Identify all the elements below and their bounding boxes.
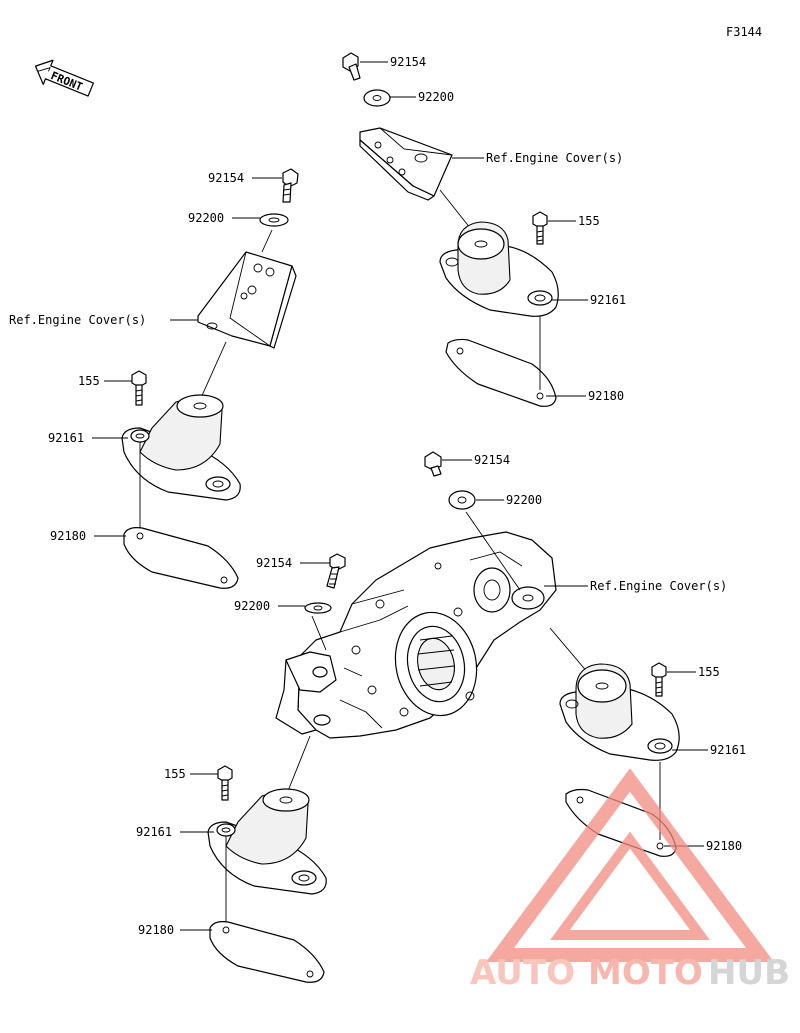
washer-92200-top-icon [363, 89, 391, 107]
plate-92180-left-icon [123, 527, 239, 589]
label-ref-engine-cover-top: Ref.Engine Cover(s) [486, 151, 623, 165]
label-155-lower-right: 155 [698, 665, 720, 679]
label-92200-center-left: 92200 [234, 599, 270, 613]
lower-left-assembly: 155 92161 92180 [136, 735, 327, 983]
label-155-left: 155 [78, 374, 100, 388]
engine-mount-92161-upper-left-icon [121, 394, 241, 501]
label-92154-center-right: 92154 [474, 453, 510, 467]
bolt-155-top-right-icon [532, 211, 548, 245]
bolt-92154-top-icon [342, 52, 361, 81]
label-92200-left: 92200 [188, 211, 224, 225]
label-155-lower-left: 155 [164, 767, 186, 781]
washer-92200-center-left-icon [304, 602, 332, 614]
bolt-155-lower-right-icon [651, 662, 667, 697]
bolt-92154-center-left-icon [326, 553, 346, 589]
lower-right-assembly: 155 92161 92180 [559, 662, 746, 857]
label-92161-top-right: 92161 [590, 293, 626, 307]
label-92200-top: 92200 [418, 90, 454, 104]
engine-mount-92161-top-right-icon [439, 221, 559, 317]
bracket-upper-left-icon [197, 251, 297, 349]
label-ref-engine-cover-left: Ref.Engine Cover(s) [9, 313, 146, 327]
watermark-hub-text: HUB [708, 953, 790, 993]
washer-92200-left-icon [259, 213, 289, 227]
label-92180-top-right: 92180 [588, 389, 624, 403]
top-right-assembly: 92154 92200 Ref.Engine Cover(s) [342, 52, 626, 407]
bolt-92154-center-right-icon [424, 451, 442, 477]
figure-code: F3144 [726, 25, 762, 39]
label-92180-left: 92180 [50, 529, 86, 543]
bolt-155-left-icon [131, 370, 147, 406]
bolt-155-lower-left-icon [217, 765, 233, 801]
label-92161-lower-right: 92161 [710, 743, 746, 757]
bolt-92154-left-icon [282, 168, 299, 203]
washer-92200-center-right-icon [448, 490, 476, 510]
engine-cover-center-icon [275, 531, 557, 739]
label-92154-left: 92154 [208, 171, 244, 185]
label-92154-top: 92154 [390, 55, 426, 69]
upper-left-assembly: 92154 92200 Ref.Engine Cover(s) 155 [9, 168, 299, 589]
engine-mount-92161-lower-right-icon [559, 663, 680, 761]
plate-92180-top-right-icon [445, 338, 557, 407]
label-92180-lower-left: 92180 [138, 923, 174, 937]
watermark-triangle-icon [486, 768, 774, 962]
label-155-top-right: 155 [578, 214, 600, 228]
watermark-auto-text: AUTO [470, 953, 575, 993]
bracket-top-right-icon [359, 127, 453, 201]
label-92161-lower-left: 92161 [136, 825, 172, 839]
label-92161-left: 92161 [48, 431, 84, 445]
watermark-moto-text: MOTO [588, 953, 703, 993]
label-92154-center-left: 92154 [256, 556, 292, 570]
label-92180-lower-right: 92180 [706, 839, 742, 853]
plate-92180-lower-left-icon [209, 921, 325, 983]
front-arrow-icon: FRONT [34, 59, 94, 97]
automotohub-watermark-logo: AUTO MOTO HUB [470, 768, 790, 993]
label-ref-engine-cover-center: Ref.Engine Cover(s) [590, 579, 727, 593]
label-92200-center-right: 92200 [506, 493, 542, 507]
